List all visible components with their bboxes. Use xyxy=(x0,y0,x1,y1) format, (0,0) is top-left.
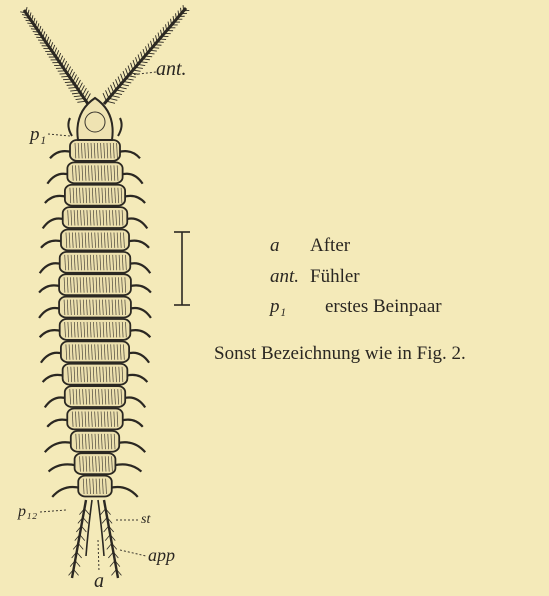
leg-left-12 xyxy=(45,397,67,407)
leg-right-8 xyxy=(129,308,151,318)
left-mouthpart xyxy=(68,118,72,136)
leg-right-4 xyxy=(125,218,147,228)
leg-right-12 xyxy=(123,397,145,407)
leg-right-9 xyxy=(128,330,150,337)
leader-p1 xyxy=(48,134,70,136)
segment-12 xyxy=(65,386,125,407)
leg-left-5 xyxy=(41,241,63,248)
head-capsule xyxy=(77,98,112,140)
legend-label-after: After xyxy=(310,235,350,257)
segment-3 xyxy=(65,185,125,206)
leg-right-16 xyxy=(110,487,138,497)
leader-app xyxy=(120,550,146,556)
label-appendages: app xyxy=(148,545,175,566)
head xyxy=(68,98,121,140)
leg-left-9 xyxy=(40,330,62,337)
right-mouthpart xyxy=(118,118,122,136)
leg-right-15 xyxy=(113,464,141,471)
segment-4 xyxy=(63,207,128,228)
leg-left-11 xyxy=(43,375,65,382)
anal-valve-right xyxy=(98,500,104,556)
leg-left-14 xyxy=(45,442,73,452)
leg-right-3 xyxy=(123,196,145,203)
segment-15 xyxy=(75,453,116,474)
label-antenna: ant. xyxy=(156,58,187,81)
leg-left-6 xyxy=(40,263,62,273)
leg-right-11 xyxy=(125,375,147,382)
label-anus: a xyxy=(94,570,104,593)
tail-appendages xyxy=(69,500,122,578)
legend-label-first-leg-pair: erstes Beinpaar xyxy=(325,296,442,318)
legend-symbol-a: a xyxy=(270,235,280,257)
leg-right-1 xyxy=(118,151,140,158)
leg-left-7 xyxy=(39,285,61,292)
figure-note: Sonst Bezeichnung wie in Fig. 2. xyxy=(214,343,466,365)
leg-left-2 xyxy=(47,174,69,184)
legend-label-fuehler: Fühler xyxy=(310,266,360,288)
segment-16 xyxy=(78,476,112,497)
label-last-leg-pair: p₁₂ xyxy=(18,503,37,521)
leg-left-1 xyxy=(50,151,72,158)
leg-right-10 xyxy=(127,353,149,363)
segment-8 xyxy=(59,297,131,318)
segment-14 xyxy=(71,431,119,452)
leader-p12 xyxy=(40,510,66,512)
segment-10 xyxy=(61,341,129,362)
segment-11 xyxy=(63,364,128,385)
legend-symbol-ant: ant. xyxy=(270,266,299,288)
segment-13 xyxy=(67,409,122,430)
segment-9 xyxy=(60,319,131,340)
label-st: st xyxy=(141,512,150,528)
segment-5 xyxy=(61,230,129,251)
leg-right-2 xyxy=(121,174,143,184)
leg-right-7 xyxy=(129,285,151,292)
leg-left-8 xyxy=(39,308,61,318)
leg-left-3 xyxy=(45,196,67,203)
leg-right-6 xyxy=(128,263,150,273)
segment-2 xyxy=(67,162,122,183)
anal-valve-left xyxy=(86,500,92,556)
leg-left-13 xyxy=(47,420,69,427)
leg-right-14 xyxy=(117,442,145,452)
legend-symbol-p1: p₁ xyxy=(270,296,286,318)
segment-7 xyxy=(59,274,131,295)
leader-a xyxy=(98,540,99,572)
leg-right-5 xyxy=(127,241,149,248)
leg-left-16 xyxy=(52,487,80,497)
segment-1 xyxy=(70,140,120,161)
scale-bar xyxy=(174,232,190,305)
leg-right-13 xyxy=(121,420,143,427)
leg-left-15 xyxy=(49,464,77,471)
antennae xyxy=(20,5,189,104)
leg-left-10 xyxy=(41,353,63,363)
segment-6 xyxy=(60,252,131,273)
leg-left-4 xyxy=(43,218,65,228)
label-first-leg-pair: p₁ xyxy=(30,124,46,146)
